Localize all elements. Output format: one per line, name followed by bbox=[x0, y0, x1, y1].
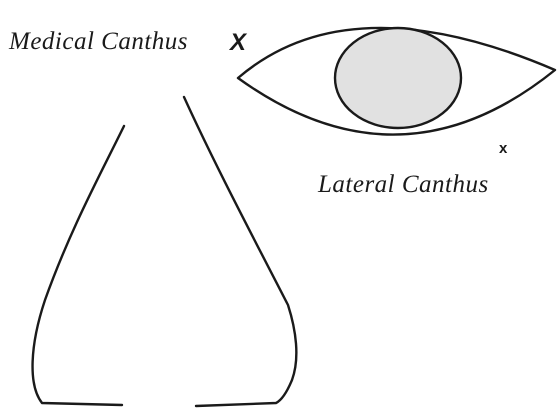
nose-left-side bbox=[33, 126, 124, 405]
eye-iris bbox=[335, 28, 461, 128]
lateral-canthus-marker: x bbox=[499, 140, 508, 157]
medial-canthus-marker: X bbox=[228, 29, 248, 56]
medial-canthus-label: Medical Canthus bbox=[9, 29, 188, 54]
lateral-canthus-label: Lateral Canthus bbox=[318, 172, 489, 197]
nose-right-side bbox=[184, 97, 296, 406]
